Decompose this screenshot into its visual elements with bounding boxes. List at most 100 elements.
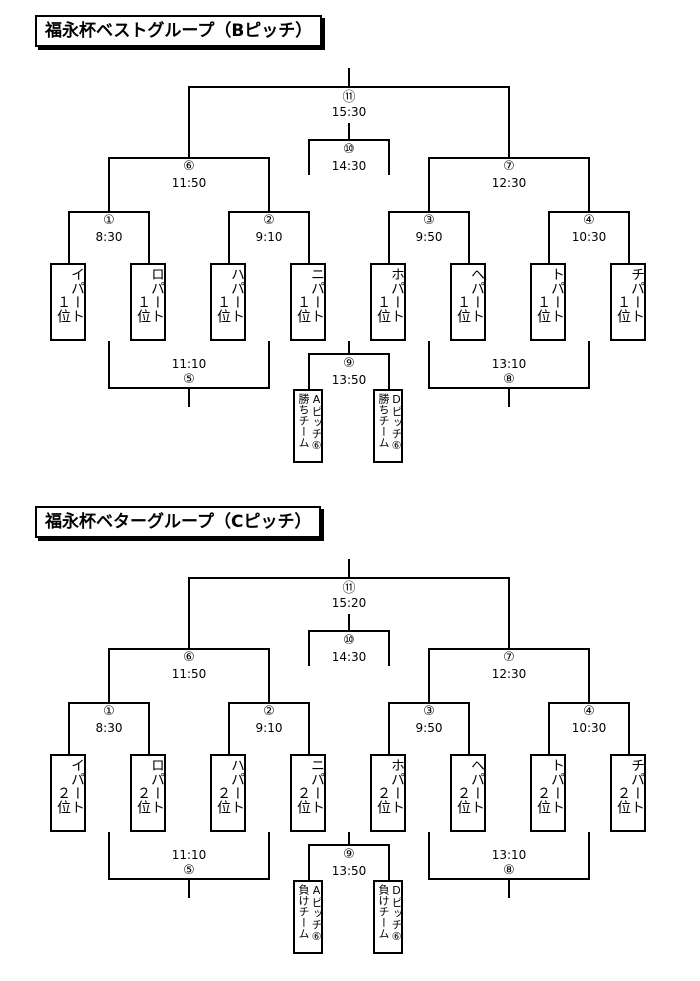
match-time: 8:30: [95, 721, 123, 735]
bracket-line: [148, 702, 150, 754]
team-part-label: ホパート: [389, 267, 405, 323]
match-number: ④: [583, 704, 595, 719]
team-rank: ２位: [375, 786, 391, 814]
bracket-line: [108, 157, 270, 159]
match-number: ③: [423, 704, 435, 719]
bracket-line: [188, 577, 510, 579]
match-time: 11:10: [171, 357, 207, 371]
bracket-line: [68, 211, 70, 263]
bracket-line: [428, 157, 590, 159]
bracket-line: [508, 878, 510, 898]
team-part: チパート: [629, 758, 645, 814]
bracket-line: [428, 648, 430, 702]
team-rank: １位: [215, 295, 231, 323]
team-part: ハパート: [229, 267, 245, 323]
match-number: ②: [263, 213, 275, 228]
team-box: ２位 ホパート: [370, 754, 406, 832]
team-rank: １位: [615, 295, 631, 323]
bracket-line: [228, 702, 230, 754]
bracket-line: [308, 139, 390, 141]
team-rank: ２位: [615, 786, 631, 814]
team-part: ニパート: [309, 267, 325, 323]
bracket-line: [308, 844, 390, 846]
team-part-label: ニパート: [309, 758, 325, 814]
match-time: 13:50: [331, 373, 367, 387]
team-box: １位 ヘパート: [450, 263, 486, 341]
team-rank: ２位: [215, 786, 231, 814]
team-part: トパート: [549, 758, 565, 814]
bracket-line: [308, 211, 310, 263]
bracket-line: [308, 353, 310, 389]
bracket-line: [348, 832, 350, 844]
team-part: ヘパート: [469, 267, 485, 323]
bracket-line: [188, 577, 190, 648]
team-box: １位 トパート: [530, 263, 566, 341]
match-time: 13:10: [491, 357, 527, 371]
wildcard-result: 勝ちチーム: [297, 393, 310, 448]
team-part-label: トパート: [549, 758, 565, 814]
match-time: 9:10: [255, 721, 283, 735]
match-number: ⑦: [503, 159, 515, 174]
team-part-label: チパート: [629, 267, 645, 323]
bracket-line: [348, 559, 350, 577]
match-time: 11:50: [171, 176, 207, 190]
bracket-line: [68, 211, 150, 213]
team-box: １位 ハパート: [210, 263, 246, 341]
match-number: ⑥: [183, 650, 195, 665]
match-time: 9:50: [415, 721, 443, 735]
team-rank: ２位: [455, 786, 471, 814]
wildcard-box: 負けチーム Aピッチ⑥: [293, 880, 323, 954]
team-rank: ２位: [55, 786, 71, 814]
bracket-line: [68, 702, 150, 704]
group-section: 福永杯ベストグループ（Bピッチ） ⑪ 15:30 ⑩ 14:30 ⑥ 11:50…: [0, 0, 700, 490]
team-rank: ２位: [135, 786, 151, 814]
bracket-line: [468, 702, 470, 754]
bracket-line: [508, 86, 510, 157]
team-rank: １位: [375, 295, 391, 323]
bracket-line: [268, 157, 270, 211]
team-part-label: ハパート: [229, 758, 245, 814]
bracket-line: [348, 614, 350, 630]
bracket-line: [308, 353, 390, 355]
bracket-line: [388, 211, 390, 263]
bracket-line: [588, 341, 590, 389]
team-part-label: ホパート: [389, 758, 405, 814]
match-time: 13:50: [331, 864, 367, 878]
match-time: 10:30: [571, 230, 607, 244]
match-number: ⑧: [503, 863, 515, 878]
team-part: ヘパート: [469, 758, 485, 814]
team-box: １位 ロパート: [130, 263, 166, 341]
team-rank: １位: [135, 295, 151, 323]
group-title: 福永杯ベストグループ（Bピッチ）: [35, 15, 323, 47]
match-number: ⑪: [342, 90, 356, 105]
team-box: ２位 ニパート: [290, 754, 326, 832]
team-part: ホパート: [389, 267, 405, 323]
team-part-label: ヘパート: [469, 267, 485, 323]
bracket-line: [108, 648, 110, 702]
wildcard-source: Aピッチ⑥: [310, 884, 323, 943]
bracket-line: [348, 123, 350, 139]
team-rank: １位: [455, 295, 471, 323]
match-time: 10:30: [571, 721, 607, 735]
bracket-line: [68, 702, 70, 754]
match-time: 14:30: [331, 159, 367, 173]
group-title: 福永杯ベターグループ（Cピッチ）: [35, 506, 322, 538]
bracket-line: [548, 211, 630, 213]
team-part-label: トパート: [549, 267, 565, 323]
bracket-line: [308, 630, 390, 632]
team-box: ２位 イパート: [50, 754, 86, 832]
team-box: ２位 ヘパート: [450, 754, 486, 832]
team-box: １位 ホパート: [370, 263, 406, 341]
wildcard-box: 負けチーム Dピッチ⑥: [373, 880, 403, 954]
team-part: イパート: [69, 758, 85, 814]
match-time: 12:30: [491, 176, 527, 190]
match-number: ⑪: [342, 581, 356, 596]
match-time: 9:10: [255, 230, 283, 244]
team-box: ２位 チパート: [610, 754, 646, 832]
bracket-line: [548, 211, 550, 263]
bracket-line: [628, 702, 630, 754]
bracket-line: [428, 832, 430, 880]
team-part: チパート: [629, 267, 645, 323]
match-time: 15:20: [331, 596, 367, 610]
wildcard-result: 勝ちチーム: [377, 393, 390, 448]
